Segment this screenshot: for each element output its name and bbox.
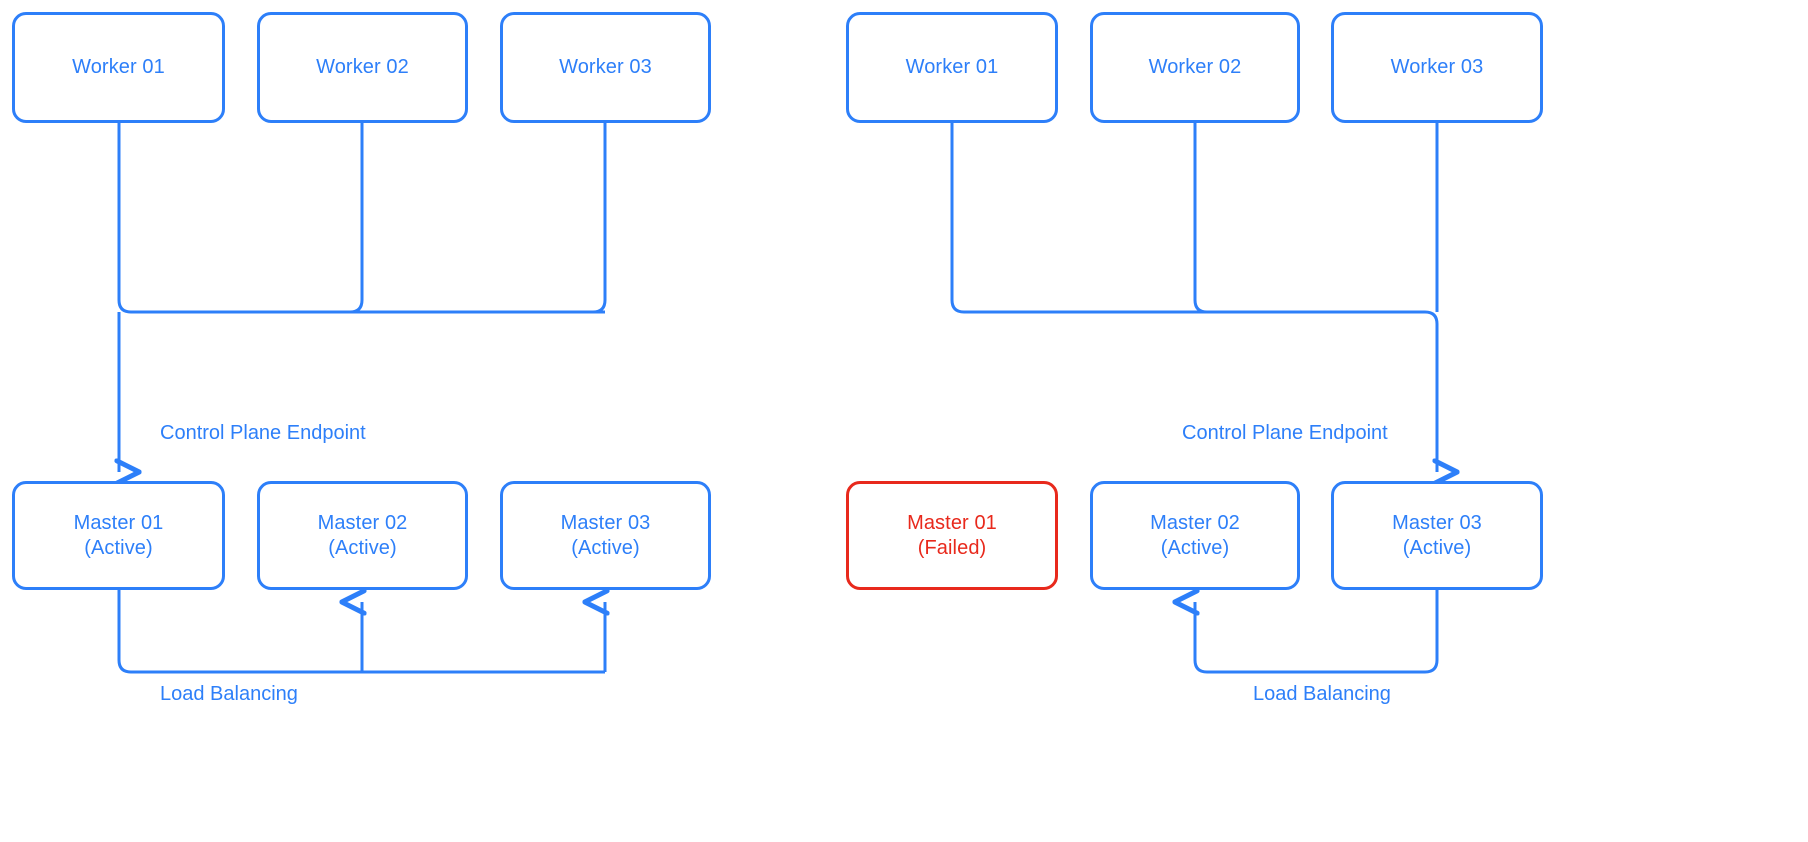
- master-label: Master 03: [560, 511, 651, 534]
- master-label: Master 03: [1392, 511, 1482, 534]
- worker-node[interactable]: Worker 03: [1331, 12, 1543, 123]
- edge-left-master01-to-lb-bus: [117, 590, 605, 674]
- worker-node[interactable]: Worker 02: [1090, 12, 1300, 123]
- edge-right-master03-to-lb-bus: [1195, 590, 1439, 674]
- edge-left-worker02-to-bus: [135, 123, 364, 314]
- master-label: Master 02: [1150, 511, 1240, 534]
- master-node[interactable]: Master 02 (Active): [257, 481, 468, 590]
- master-label: Master 01: [907, 511, 997, 534]
- edge-right-worker01-to-bus: [950, 123, 1195, 314]
- master-label: Master 02: [317, 511, 408, 534]
- master-label: Master 01: [73, 511, 164, 534]
- master-node[interactable]: Master 01 (Active): [12, 481, 225, 590]
- master-node[interactable]: Master 03 (Active): [500, 481, 711, 590]
- load-balancing-label: Load Balancing: [160, 683, 298, 705]
- edge-left-worker01-to-master01: [117, 123, 362, 314]
- worker-label: Worker 01: [72, 56, 165, 78]
- worker-label: Worker 02: [316, 56, 409, 78]
- worker-label: Worker 03: [1390, 56, 1484, 78]
- worker-label: Worker 03: [559, 56, 652, 78]
- edge-right-bus-to-master03: [1195, 310, 1437, 472]
- control-plane-endpoint-label: Control Plane Endpoint: [160, 422, 366, 444]
- master-state: (Active): [328, 536, 397, 559]
- control-plane-endpoint-label: Control Plane Endpoint: [1182, 422, 1388, 444]
- master-node[interactable]: Master 02 (Active): [1090, 481, 1300, 590]
- load-balancing-label: Load Balancing: [1253, 683, 1391, 705]
- edge-left-worker03-to-bus: [370, 123, 607, 314]
- master-node-failed[interactable]: Master 01 (Failed): [846, 481, 1058, 590]
- worker-label: Worker 01: [905, 56, 999, 78]
- worker-node[interactable]: Worker 01: [12, 12, 225, 123]
- master-state: (Active): [1402, 536, 1472, 559]
- edge-right-worker02-to-bus: [1193, 123, 1425, 314]
- worker-label: Worker 02: [1148, 56, 1242, 78]
- worker-node[interactable]: Worker 01: [846, 12, 1058, 123]
- master-node[interactable]: Master 03 (Active): [1331, 481, 1543, 590]
- master-state: (Active): [1160, 536, 1230, 559]
- worker-node[interactable]: Worker 02: [257, 12, 468, 123]
- worker-node[interactable]: Worker 03: [500, 12, 711, 123]
- master-state: (Active): [571, 536, 640, 559]
- master-state: (Active): [84, 536, 153, 559]
- master-state: (Failed): [917, 536, 987, 559]
